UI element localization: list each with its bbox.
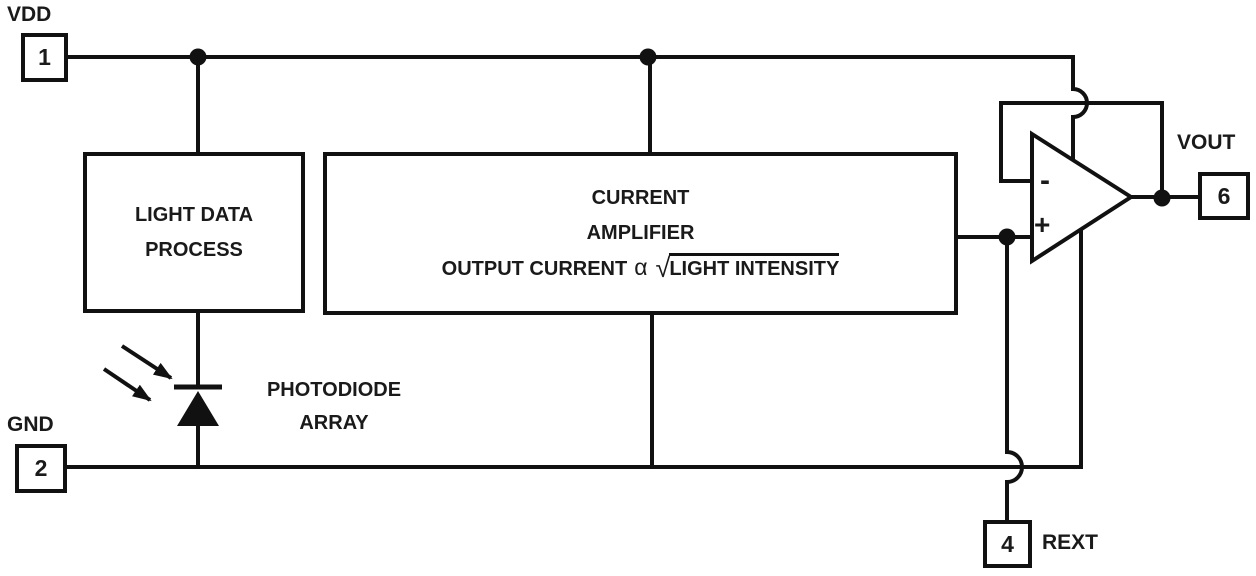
current-amplifier-label-line2: AMPLIFIER — [586, 222, 695, 244]
pin-label-rext: REXT — [1042, 531, 1099, 554]
photodiode-array-label-line1: PHOTODIODE — [266, 379, 402, 401]
junction-dot — [1153, 189, 1171, 207]
pin-box-gnd: 2 — [15, 444, 67, 493]
photodiode-array-label: PHOTODIODE ARRAY — [248, 374, 420, 440]
formula-prefix: OUTPUT CURRENT — [441, 258, 628, 280]
opamp-icon — [1030, 130, 1135, 265]
pin-number-vdd: 1 — [38, 44, 51, 70]
photodiode-icon — [174, 384, 222, 426]
current-amplifier-label-line1: CURRENT — [591, 187, 690, 209]
formula-sqrt-text: LIGHT INTENSITY — [669, 253, 840, 281]
opamp-feedback-wire — [999, 101, 1164, 198]
pin-number-rext: 4 — [1001, 530, 1014, 557]
square-root-symbol: √ — [655, 253, 671, 283]
current-amplifier-block: CURRENT AMPLIFIER OUTPUT CURRENT α √ LIG… — [323, 152, 958, 315]
opamp-inverting-input-label: - — [1040, 164, 1050, 197]
rext-branch-wire — [1005, 237, 1024, 520]
opamp-noninverting-input-label: + — [1034, 209, 1051, 240]
junction-dot — [998, 228, 1016, 246]
current-amplifier-formula: OUTPUT CURRENT α √ LIGHT INTENSITY — [442, 251, 840, 286]
junction-dot — [639, 48, 657, 66]
pin-label-vdd: VDD — [7, 3, 52, 26]
light-data-process-label-line1: LIGHT DATA — [134, 203, 254, 226]
light-arrow-icon — [102, 367, 152, 402]
light-data-process-label-line2: PROCESS — [145, 238, 243, 261]
light-data-process-block: LIGHT DATA PROCESS — [83, 152, 305, 313]
pin-box-vdd: 1 — [21, 33, 68, 82]
pin-box-rext: 4 — [983, 520, 1032, 568]
pin-label-gnd: GND — [7, 413, 54, 436]
photodiode-anode-triangle — [177, 391, 219, 426]
light-arrow-icon — [120, 344, 173, 380]
junction-dot — [189, 48, 207, 66]
pin-box-vout: 6 — [1198, 172, 1250, 220]
photodiode-array-label-line2: ARRAY — [299, 412, 369, 434]
pin-number-vout: 6 — [1217, 182, 1231, 209]
light-arrows-icon — [102, 344, 173, 402]
vdd-rail-wire — [68, 55, 1089, 160]
proportional-alpha-symbol: α — [634, 254, 648, 280]
pin-label-vout: VOUT — [1177, 131, 1236, 154]
gnd-rail-wire — [67, 230, 1083, 469]
pin-number-gnd: 2 — [34, 455, 48, 481]
